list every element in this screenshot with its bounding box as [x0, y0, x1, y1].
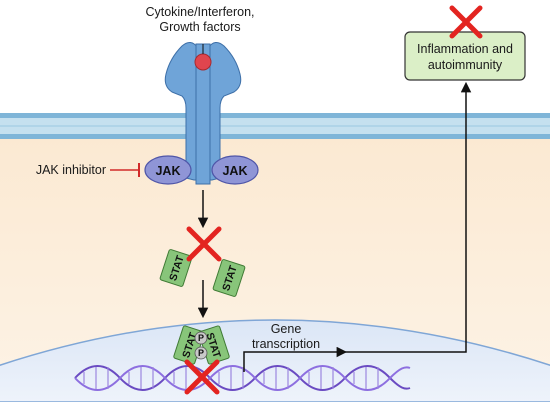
- jak-right: JAK: [211, 155, 259, 185]
- cell-membrane: [0, 113, 550, 139]
- arrow-to-outcome: [345, 81, 472, 353]
- jak-right-label: JAK: [222, 164, 247, 178]
- inhibition-line: [110, 163, 140, 177]
- jak-left-label: JAK: [155, 164, 180, 178]
- jak-inhibitor-label: JAK inhibitor: [36, 163, 106, 177]
- dna-helix: [74, 365, 411, 391]
- nucleus: [0, 319, 550, 402]
- outcome-box: Inflammation and autoimmunity: [404, 31, 526, 81]
- phospho-label-top: P: [198, 333, 204, 343]
- transcription-label-line2: transcription: [252, 337, 320, 351]
- stat-right: STAT: [212, 259, 246, 297]
- transcription-arrow: [243, 346, 348, 372]
- ligand-icon: [194, 53, 212, 71]
- transcription-label-line1: Gene: [271, 322, 302, 336]
- ligand-label-line2: Growth factors: [159, 20, 240, 34]
- outcome-label-line1: Inflammation and: [417, 42, 513, 56]
- stat-dimer: STAT STAT P P: [173, 325, 230, 365]
- block-x-outcome-icon: [449, 5, 483, 39]
- ligand-label-line1: Cytokine/Interferon,: [145, 5, 254, 19]
- jak-left: JAK: [144, 155, 192, 185]
- block-x-icon: [186, 226, 222, 262]
- stat-left: STAT: [159, 249, 193, 287]
- phospho-label-bottom: P: [198, 348, 204, 358]
- outcome-label-line2: autoimmunity: [428, 58, 503, 72]
- cytokine-receptor: [164, 42, 242, 185]
- block-x-dna-icon: [184, 359, 220, 395]
